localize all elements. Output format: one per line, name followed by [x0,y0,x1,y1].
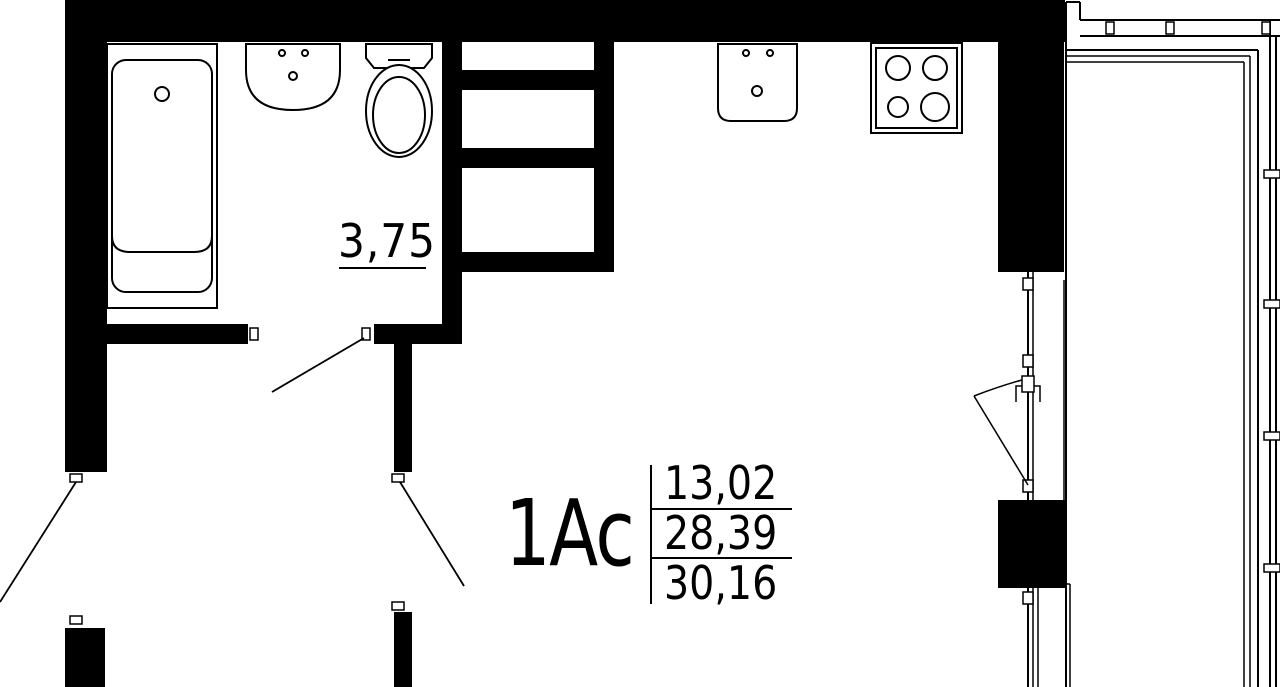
total-with-balcony-area-value: 30,16 [664,556,778,610]
hall-wall-right-lower [394,612,412,687]
closet-wall-bottom [462,252,614,272]
closet-wall-right [594,40,614,272]
jamb [69,615,83,625]
entrance-door-leaf-left [0,481,77,603]
kitchen-sink [717,43,798,122]
bathtub [106,43,218,309]
living-area-value: 13,02 [664,456,778,510]
closet-shelf-2 [462,148,596,168]
jamb [391,473,405,483]
toilet [365,43,433,158]
jamb [69,473,83,483]
jamb [391,601,405,611]
left-wall [65,0,107,472]
entrance-door-leaf-right [399,481,465,587]
bathroom-door-leaf [271,337,365,393]
door-swings [0,337,465,603]
closet-shelf-1 [462,70,596,90]
left-wall-lower [65,628,105,687]
stove [870,42,963,134]
apartment-type-label: 1Ac [505,480,635,587]
walls [65,0,1066,687]
bathroom-sink [245,43,341,112]
jamb [361,327,371,341]
door-jambs [69,327,405,625]
right-wall-pier [998,500,1066,588]
balcony [1065,1,1280,687]
jamb [249,327,259,341]
hall-wall-right [394,344,412,472]
right-wall-upper [998,0,1064,272]
total-area-value: 28,39 [664,506,778,560]
area-lines [650,465,792,604]
bathroom-wall-bottom-left [105,324,248,344]
bathroom-area-label: 3,75 [338,214,436,268]
bathroom-wall-right [442,40,462,344]
bathroom-wall-bottom-right [374,324,462,344]
top-wall [65,0,1065,42]
balcony-door [973,272,1071,687]
